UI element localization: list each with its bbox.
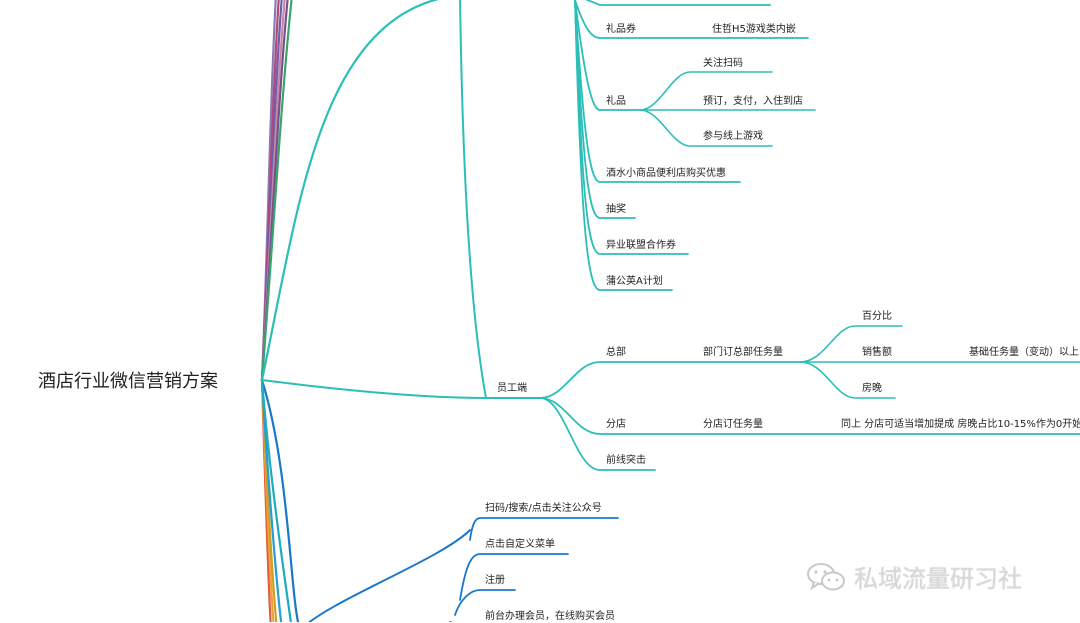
node-staff: 员工端 <box>497 383 527 394</box>
line-hq-percent <box>799 325 903 363</box>
line-gift-game <box>639 109 773 147</box>
node-hq-rooms: 房晚 <box>862 383 882 394</box>
node-frontline: 前线突击 <box>606 455 646 466</box>
line-hq <box>539 361 641 399</box>
root-title: 酒店行业微信营销方案 <box>38 371 218 392</box>
node-gift-book: 预订，支付，入住到店 <box>703 96 803 107</box>
node-hq-task: 部门订总部任务量 <box>703 347 783 358</box>
root-branch-up-6 <box>260 0 293 382</box>
node-gift-follow: 关注扫码 <box>703 58 743 69</box>
line-coupon <box>574 0 809 39</box>
blue-trunk <box>307 529 471 622</box>
node-hq: 总部 <box>606 347 626 358</box>
line-gift <box>574 0 641 111</box>
node-gift-game: 参与线上游戏 <box>703 131 763 142</box>
watermark-text: 私域流量研习社 <box>854 565 1022 593</box>
node-gift-coupon: 礼品券 <box>606 24 636 35</box>
watermark: 私域流量研习社 <box>806 559 1022 594</box>
node-branch-detail: 同上 分店可适当增加提成 房晚占比10-15%作为0开始 <box>841 419 1080 430</box>
node-scan: 扫码/搜索/点击关注公众号 <box>485 503 602 514</box>
root-branch-down-cyan <box>260 378 292 622</box>
node-menu: 点击自定义菜单 <box>485 539 555 550</box>
node-alliance: 异业联盟合作券 <box>606 240 676 251</box>
line-frontline <box>539 397 656 471</box>
trunk-to-top <box>585 0 601 6</box>
node-register: 注册 <box>485 575 505 586</box>
line-gift-follow <box>639 71 773 111</box>
node-drinks: 酒水小商品便利店购买优惠 <box>606 168 726 179</box>
line-hq-rooms <box>799 361 896 399</box>
line-menu <box>459 553 569 601</box>
node-hq-sales: 销售额 <box>862 347 892 358</box>
line-register <box>454 589 516 616</box>
root-branch-up-teal <box>260 0 440 382</box>
staff-branch <box>261 379 541 399</box>
line-scan <box>469 517 619 541</box>
node-gift: 礼品 <box>606 96 626 107</box>
teal-trunk-upper <box>459 0 487 399</box>
node-gift-coupon-detail: 住哲H5游戏类内嵌 <box>712 24 796 35</box>
node-dandelion: 蒲公英A计划 <box>606 276 663 287</box>
line-dandelion <box>574 0 673 291</box>
root-branch-down-blue <box>260 378 300 622</box>
node-hq-sales-detail: 基础任务量（变动）以上 <box>969 347 1079 358</box>
node-front-desk: 前台办理会员，在线购买会员 <box>485 611 615 622</box>
line-branch <box>539 397 1080 435</box>
node-branch: 分店 <box>606 419 626 430</box>
wechat-icon <box>807 562 845 590</box>
node-branch-task: 分店订任务量 <box>703 419 763 430</box>
node-lottery: 抽奖 <box>606 204 626 215</box>
node-hq-percent: 百分比 <box>862 311 892 322</box>
